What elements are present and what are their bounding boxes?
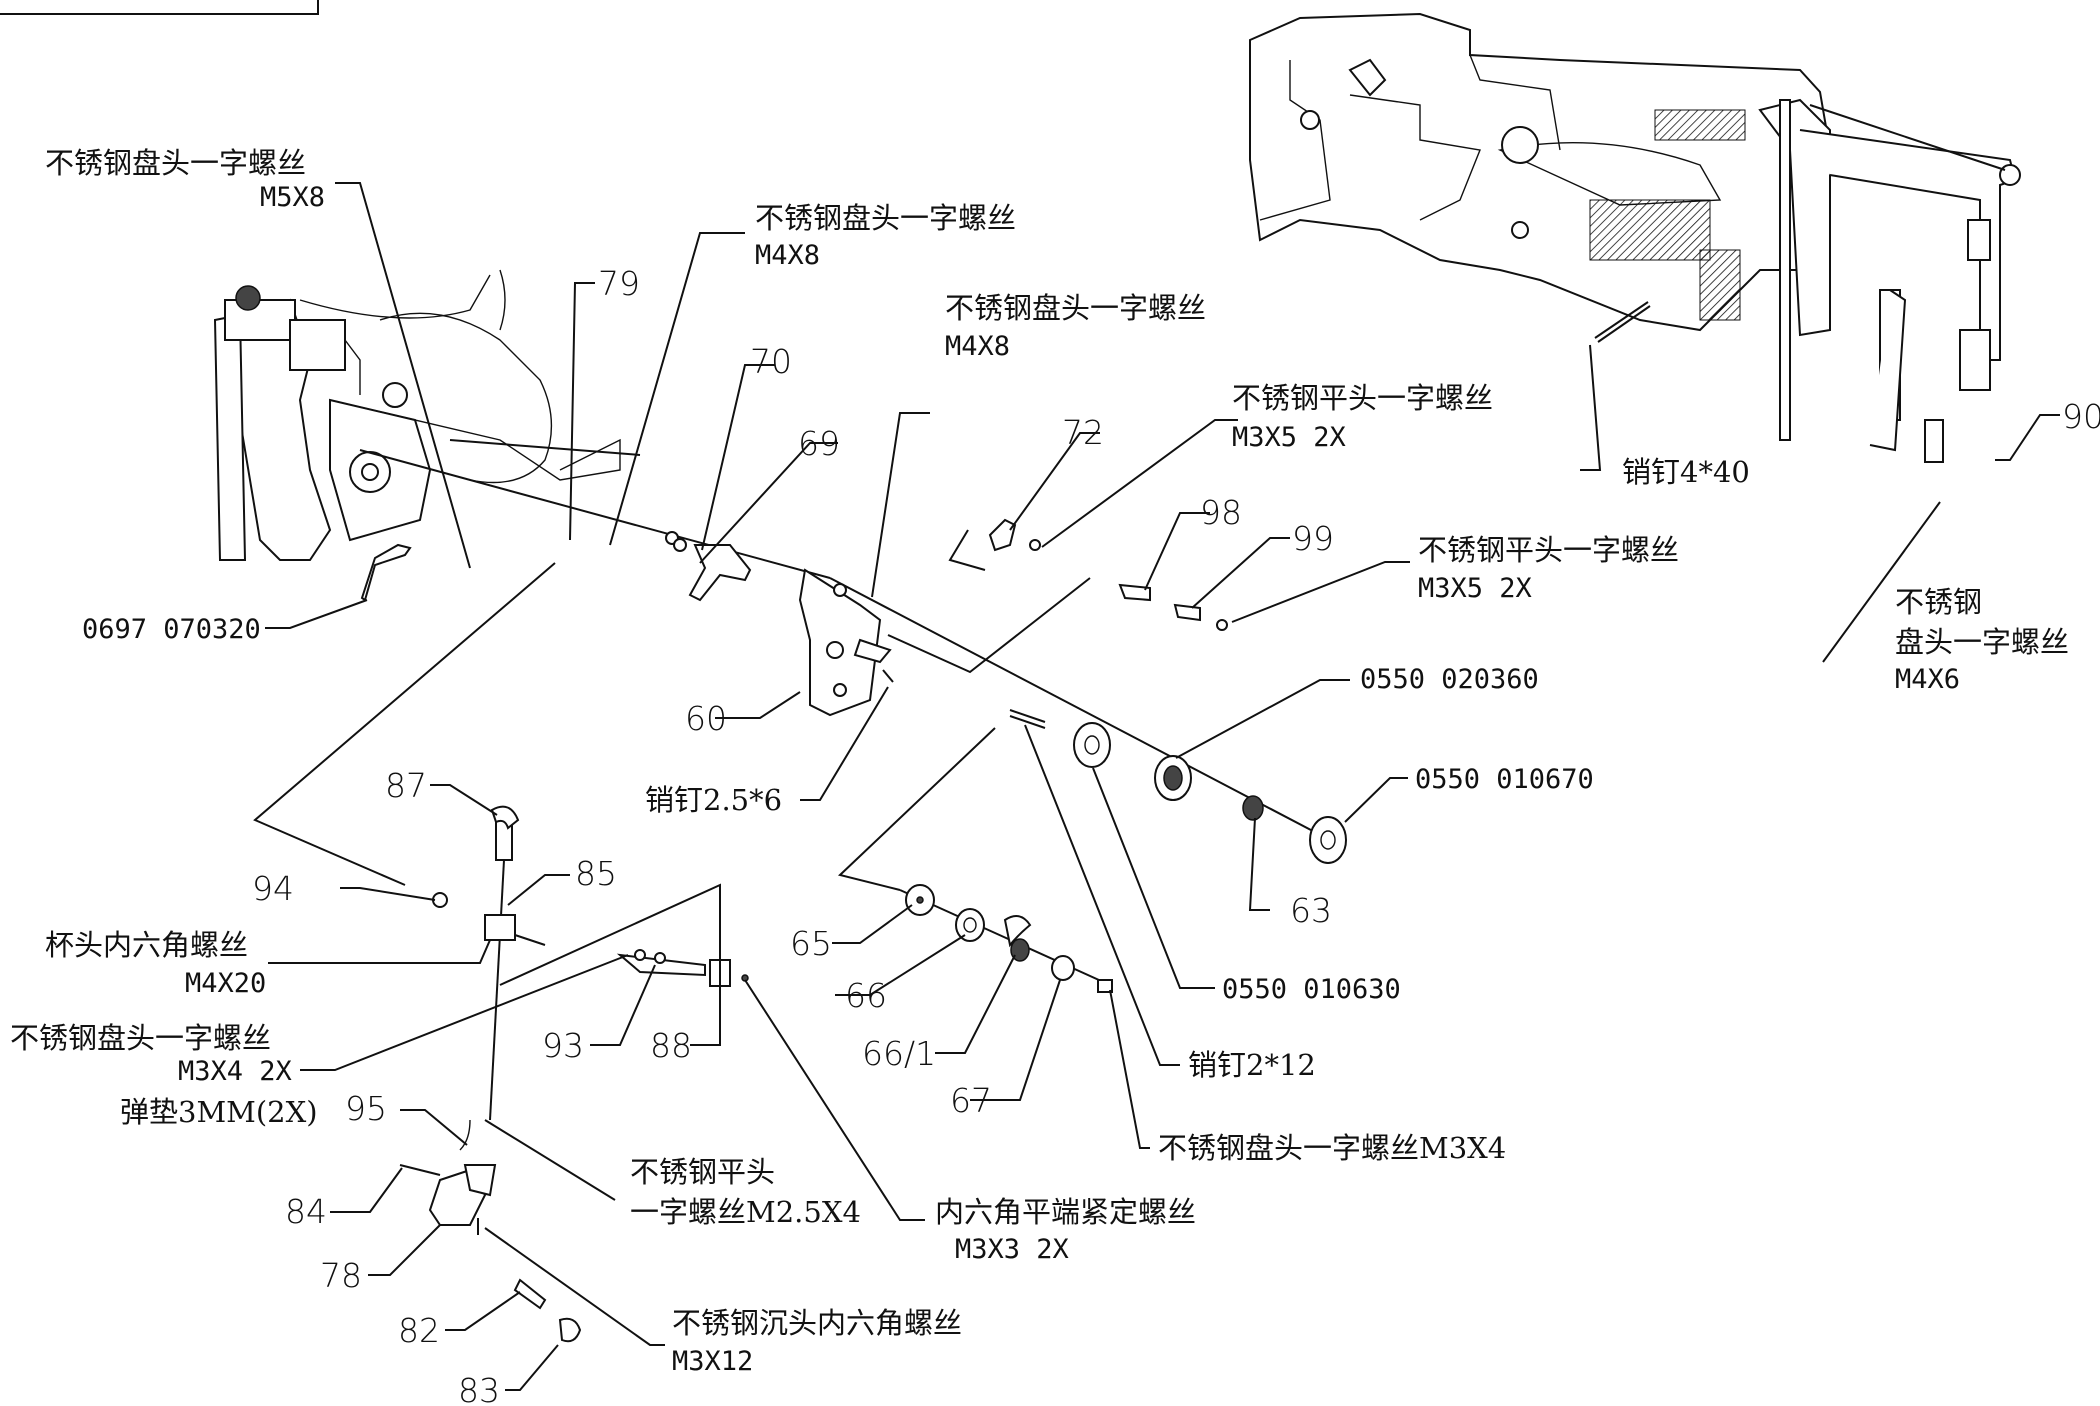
part-72: [988, 518, 1041, 552]
label-m4x8b-en: M4X8: [945, 331, 1010, 362]
item-number-83: 83: [458, 1371, 500, 1406]
pin-4x40: [1594, 301, 1649, 339]
label-csk-screw-cn: 不锈钢沉头内六角螺丝: [672, 1306, 962, 1340]
item-number-67: 67: [950, 1081, 992, 1120]
label-m5x8-cn: 不锈钢盘头一字螺丝: [45, 146, 306, 180]
item-number-95: 95: [345, 1089, 387, 1128]
item-number-85: 85: [575, 854, 617, 893]
label-m4x6-2: 盘头一字螺丝: [1895, 625, 2069, 659]
bent-wire-part-0697-070320: [360, 543, 412, 602]
item-number-65: 65: [790, 924, 832, 963]
label-spring-washer: 弹垫3MM(2X): [120, 1095, 318, 1129]
gear-0550-020360: [1154, 755, 1192, 801]
label-part-0550-010630: 0550 010630: [1222, 974, 1401, 1005]
plate-60: [798, 568, 892, 717]
label-m4x8a-cn: 不锈钢盘头一字螺丝: [755, 201, 1016, 235]
label-csk-screw-en: M3X12: [672, 1346, 753, 1377]
item-number-60: 60: [685, 699, 727, 738]
item-number-78: 78: [320, 1256, 362, 1295]
item-number-93: 93: [542, 1026, 584, 1065]
label-m4x6-3: M4X6: [1895, 664, 1960, 695]
label-part-0550-010670: 0550 010670: [1415, 764, 1594, 795]
screw-m3x4-long: [1097, 979, 1113, 993]
item-number-90: 90: [2062, 397, 2100, 436]
title-box-frame: [0, 0, 319, 15]
item-number-72: 72: [1062, 413, 1104, 452]
label-m3x4-long: 不锈钢盘头一字螺丝M3X4: [1158, 1131, 1506, 1165]
machine-arm-assembly: [1249, 12, 2021, 463]
label-m2-5x4-2: 一字螺丝M2.5X4: [630, 1195, 861, 1229]
label-cup-screw-cn: 杯头内六角螺丝: [45, 928, 248, 962]
item-number-87: 87: [385, 766, 427, 805]
pulley-0550-010630: [1073, 722, 1111, 768]
label-m3x4-en: M3X4 2X: [178, 1056, 292, 1087]
gear-0550-010670: [1309, 816, 1347, 864]
label-m4x8b-cn: 不锈钢盘头一字螺丝: [945, 291, 1206, 325]
label-m3x5a-en: M3X5 2X: [1232, 422, 1346, 453]
item-number-66-1: 66/1: [862, 1034, 936, 1073]
item-number-99: 99: [1292, 519, 1334, 558]
label-cup-screw-en: M4X20: [185, 968, 266, 999]
item-number-79: 79: [598, 264, 640, 303]
part-66-1-cam: [1003, 915, 1032, 948]
label-m3x5b-en: M3X5 2X: [1418, 573, 1532, 604]
label-pin-4x40: 销钉4*40: [1622, 455, 1750, 489]
label-part-0550-020360: 0550 020360: [1360, 664, 1539, 695]
item-number-70: 70: [750, 342, 792, 381]
label-set-screw-cn: 内六角平端紧定螺丝: [935, 1195, 1196, 1229]
label-part-0697-070320: 0697 070320: [82, 614, 261, 645]
part-66: [955, 908, 985, 942]
item-number-82: 82: [398, 1311, 440, 1350]
sewing-head-housing: [213, 269, 641, 561]
item-number-69: 69: [798, 424, 840, 463]
item-number-84: 84: [285, 1192, 327, 1231]
item-number-63: 63: [1290, 891, 1332, 930]
label-m3x5b-cn: 不锈钢平头一字螺丝: [1418, 533, 1679, 567]
label-pin-2-5x6: 销钉2.5*6: [645, 783, 782, 817]
item-number-94: 94: [252, 869, 294, 908]
label-m5x8-en: M5X8: [260, 182, 325, 213]
label-m3x4-cn: 不锈钢盘头一字螺丝: [10, 1021, 271, 1055]
label-set-screw-en: M3X3 2X: [955, 1234, 1069, 1265]
item-number-66: 66: [845, 976, 887, 1015]
leader-lines: [265, 182, 2060, 1391]
screw-70: [665, 531, 687, 552]
item-number-98: 98: [1200, 493, 1242, 532]
label-m4x6-1: 不锈钢: [1895, 585, 1982, 619]
pin-2-5x6: [882, 669, 894, 683]
label-pin-2x12: 销钉2*12: [1188, 1048, 1316, 1082]
shaft-pin-2x12: [1009, 709, 1046, 729]
item-number-88: 88: [650, 1026, 692, 1065]
label-m4x8a-en: M4X8: [755, 240, 820, 271]
part-65: [905, 884, 935, 916]
gear-63: [1242, 795, 1264, 821]
label-m2-5x4-1: 不锈钢平头: [630, 1155, 775, 1189]
linkage-assembly: [399, 805, 749, 1343]
label-m3x5a-cn: 不锈钢平头一字螺丝: [1232, 381, 1493, 415]
part-67: [1051, 955, 1075, 981]
part-98-99: [1118, 583, 1228, 631]
